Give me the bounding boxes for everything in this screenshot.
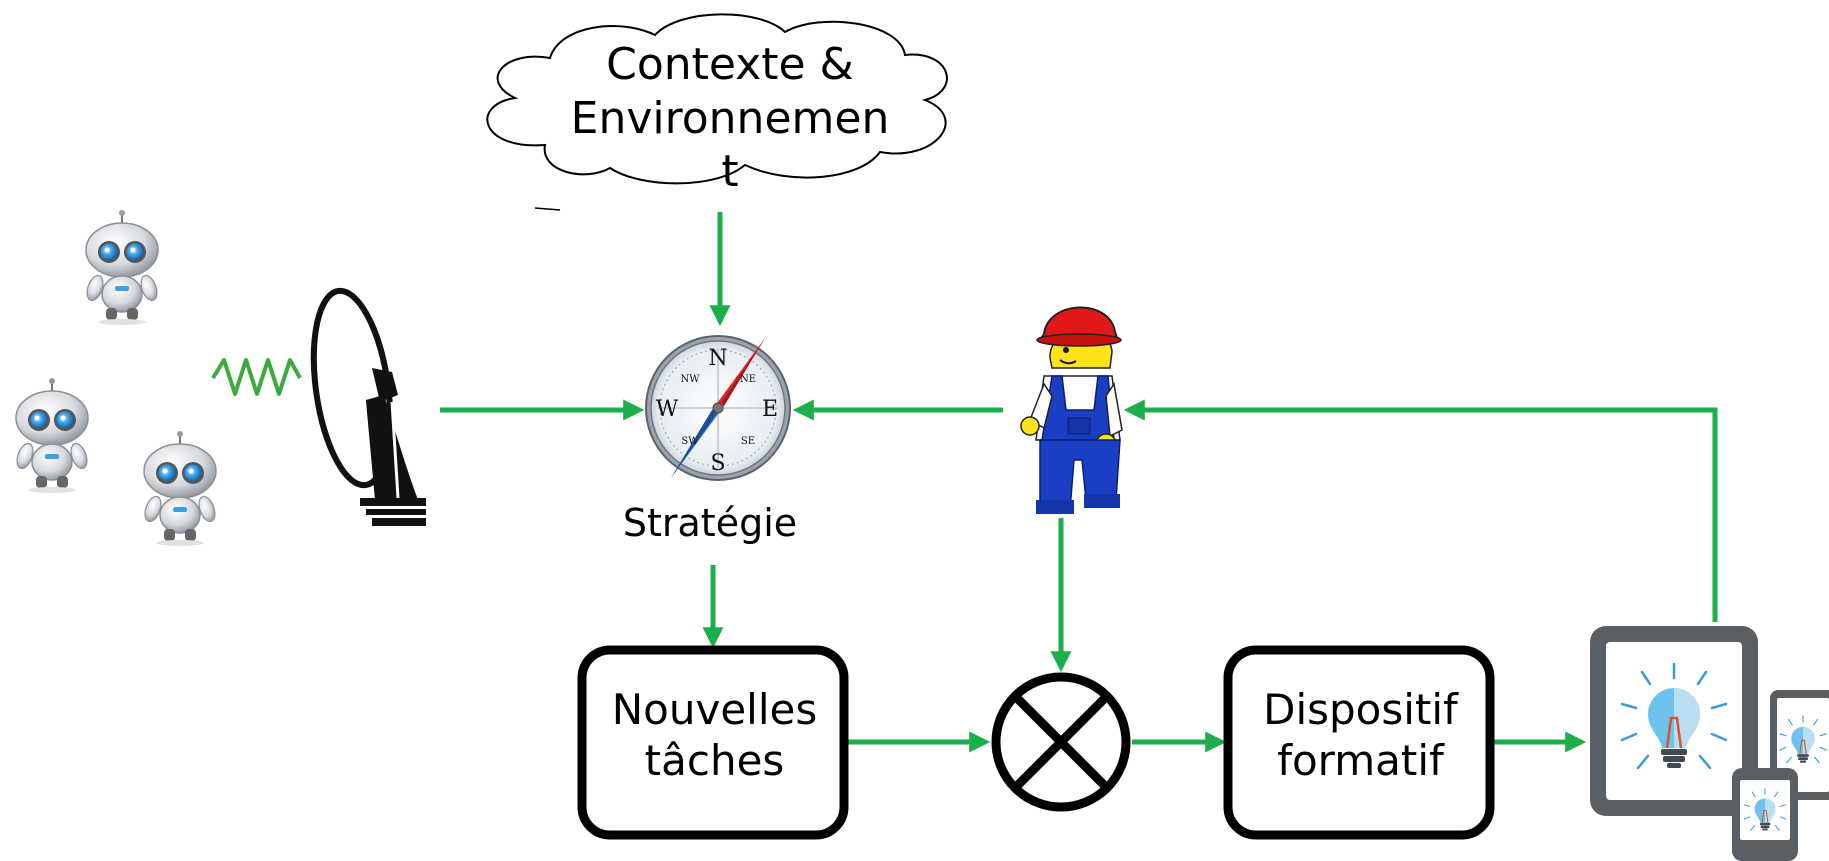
training-device-line2: formatif <box>1277 736 1444 786</box>
cloud-label-line2: Environnemen <box>570 92 890 144</box>
training-device-label: Dispositif formatif <box>1228 684 1493 786</box>
compass-s: S <box>710 451 725 476</box>
satellite-dish-icon <box>310 287 426 526</box>
compass-se: SE <box>741 436 755 447</box>
compass-ne: NE <box>740 374 756 385</box>
box-new-tasks <box>577 645 849 840</box>
cloud-label-line1: Contexte & <box>606 39 854 90</box>
context-cloud <box>486 13 948 211</box>
box-training-device <box>1223 645 1495 840</box>
phone-lightbulb-icon <box>1732 768 1798 861</box>
new-tasks-label: Nouvelles tâches <box>582 684 847 786</box>
compass-nw: NW <box>680 374 700 385</box>
training-device-line1: Dispositif <box>1263 685 1458 734</box>
robot-icon <box>140 430 220 547</box>
radio-wave-icon <box>211 358 302 396</box>
compass-icon: N S E W NE NW SE SW <box>645 335 791 481</box>
compass-sw: SW <box>681 436 699 447</box>
multiplier-circle-icon <box>991 672 1131 812</box>
connector-arrows <box>440 212 1718 753</box>
compass-e: E <box>762 397 778 422</box>
new-tasks-line2: tâches <box>644 736 785 786</box>
tablet-lightbulb-icon <box>1590 626 1758 816</box>
compass-n: N <box>708 346 727 371</box>
arrow-devices-to-worker <box>1123 399 1718 622</box>
compass-w: W <box>656 397 679 422</box>
robot-icon <box>82 209 162 326</box>
new-tasks-line1: Nouvelles <box>611 685 818 734</box>
worker-figure-icon <box>1020 306 1123 514</box>
cloud-label: Contexte & Environnemen t <box>540 38 920 199</box>
strategy-label: Stratégie <box>622 501 798 545</box>
robot-icon <box>12 377 92 494</box>
cloud-label-line3: t <box>721 146 739 198</box>
